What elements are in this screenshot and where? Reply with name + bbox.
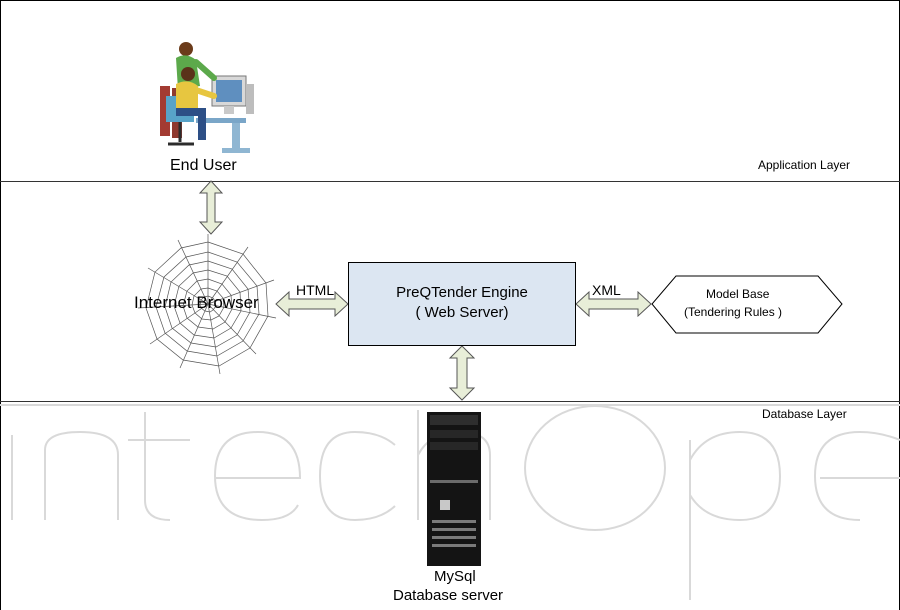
database-layer-line bbox=[0, 401, 900, 402]
database-server-label: Database server bbox=[393, 587, 504, 604]
mysql-label: MySql bbox=[434, 568, 476, 585]
preqtender-engine-box: PreQTender Engine ( Web Server) bbox=[348, 262, 576, 346]
database-layer-label: Database Layer bbox=[762, 407, 847, 421]
xml-arrow bbox=[575, 290, 652, 318]
application-layer-label: Application Layer bbox=[758, 158, 851, 172]
model-base-shape bbox=[651, 275, 843, 334]
model-base-label: Model Base bbox=[706, 287, 770, 301]
engine-title: PreQTender Engine bbox=[396, 284, 528, 301]
database-server-icon bbox=[427, 412, 481, 566]
internet-browser-label: Internet Browser bbox=[134, 293, 259, 312]
engine-subtitle: ( Web Server) bbox=[415, 304, 509, 321]
end-user-label: End User bbox=[170, 157, 237, 174]
user-browser-arrow bbox=[198, 180, 224, 235]
spider-web-icon bbox=[137, 234, 277, 375]
html-label: HTML bbox=[296, 282, 335, 298]
tendering-rules-label: (Tendering Rules ) bbox=[684, 305, 783, 319]
xml-label: XML bbox=[592, 282, 621, 298]
application-layer-line bbox=[0, 181, 900, 182]
end-user-icon bbox=[160, 42, 254, 153]
engine-db-arrow bbox=[448, 345, 476, 401]
